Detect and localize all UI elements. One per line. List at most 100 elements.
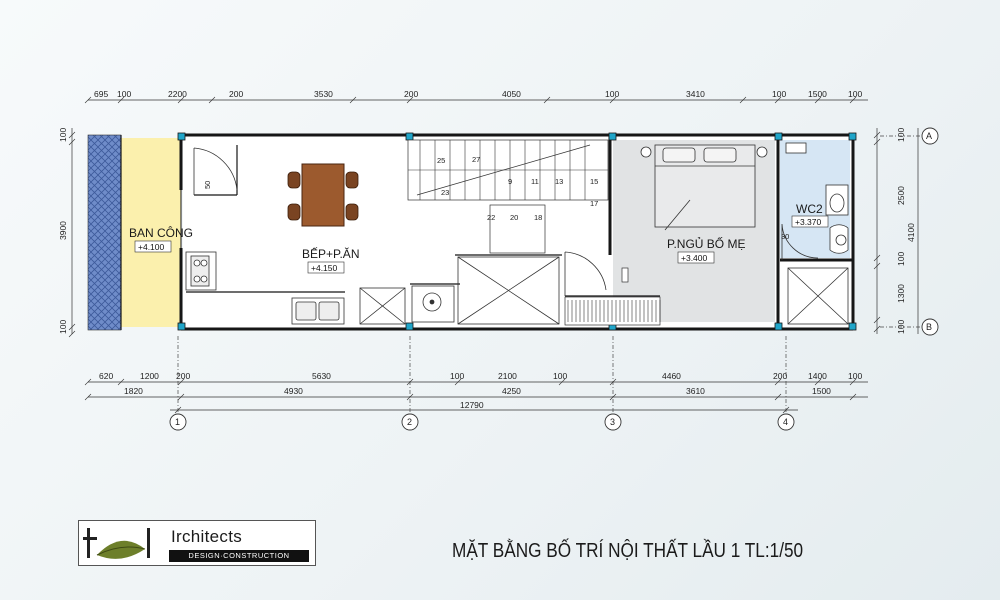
dim-b1-10: 100 — [848, 371, 862, 381]
dimension-tick — [849, 96, 857, 104]
grid-axes — [177, 135, 922, 414]
grid-bubble-4 — [777, 413, 795, 431]
level-box-kitchen — [307, 261, 345, 274]
dim-right-2: 100 — [896, 252, 906, 266]
dim-top-7: 100 — [605, 89, 619, 99]
dim-b2-4: 1500 — [812, 386, 831, 396]
dimension-tick — [117, 96, 125, 104]
dimension-tick — [873, 262, 881, 270]
dim-b1-5: 2100 — [498, 371, 517, 381]
grid-bubbles: 1 2 3 4 A B — [169, 127, 939, 431]
room-name-wc: WC2 — [796, 202, 823, 216]
door-swing-bedroom — [564, 251, 607, 296]
dim-top-8: 3410 — [686, 89, 705, 99]
dim-left-2: 100 — [58, 320, 68, 334]
dimension-tick — [406, 96, 414, 104]
grid-bubble-1 — [169, 413, 187, 431]
dim-top-4: 3530 — [314, 89, 333, 99]
dim-top-9: 100 — [772, 89, 786, 99]
right-dimensions: 100 2500 100 1300 100 4100 — [896, 128, 916, 334]
dim-b1-0: 620 — [99, 371, 113, 381]
dim-right-3: 1300 — [896, 284, 906, 303]
dimension-tick — [873, 131, 881, 139]
dimension-tick — [873, 316, 881, 324]
step-20: 20 — [510, 213, 518, 222]
grid-label-1: 1 — [175, 417, 180, 427]
logo-brand: Irchitects — [171, 527, 243, 546]
balcony-floor — [121, 138, 181, 327]
room-level-wc: +3.370 — [795, 217, 822, 227]
dim-left-1: 3900 — [58, 221, 68, 240]
dim-b1-4: 100 — [450, 371, 464, 381]
room-level-bedroom: +3.400 — [681, 253, 708, 263]
grid-bubble-3 — [604, 413, 622, 431]
dim-b2-1: 4930 — [284, 386, 303, 396]
kitchen-counter — [185, 251, 345, 325]
grid-bubble-b — [921, 318, 939, 336]
left-dimensions: 100 3900 100 — [58, 128, 68, 334]
dim-b2-0: 1820 — [124, 386, 143, 396]
dimension-tick — [454, 378, 462, 386]
drawing-title: MẶT BẰNG BỐ TRÍ NỘI THẤT LẦU 1 TL:1/50 — [452, 540, 804, 562]
dimension-tick — [84, 378, 92, 386]
dimension-tick — [177, 378, 185, 386]
room-name-kitchen: BẾP+P.ĂN — [302, 246, 359, 261]
room-level-kitchen: +4.150 — [311, 263, 338, 273]
dim-top-0: 695 — [94, 89, 108, 99]
grid-bubble-a — [921, 127, 939, 145]
dimension-tick — [208, 96, 216, 104]
dim-b2-3: 3610 — [686, 386, 705, 396]
wardrobe — [564, 296, 661, 326]
dimension-tick — [814, 378, 822, 386]
logo-mark — [83, 528, 150, 559]
dim-right-total: 4100 — [906, 223, 916, 242]
step-27: 27 — [472, 155, 480, 164]
dim-b1-3: 5630 — [312, 371, 331, 381]
thin-walls — [120, 135, 660, 330]
room-name-balcony: BAN CÔNG — [129, 225, 193, 240]
room-labels: BAN CÔNG +4.100 BẾP+P.ĂN +4.150 P.NGỦ BỐ… — [129, 202, 829, 274]
dim-top-1: 100 — [117, 89, 131, 99]
dimension-tick — [558, 378, 566, 386]
facade-tiles — [87, 134, 122, 331]
dim-b1-1: 1200 — [140, 371, 159, 381]
step-17: 17 — [590, 199, 598, 208]
grid-bubble-2 — [401, 413, 419, 431]
step-18: 18 — [534, 213, 542, 222]
dimension-tick — [774, 393, 782, 401]
room-level-balcony: +4.100 — [138, 242, 165, 252]
dimension-tick — [68, 330, 76, 338]
dim-right-1: 2500 — [896, 186, 906, 205]
dim-right-0: 100 — [896, 128, 906, 142]
bed — [640, 144, 768, 231]
door-swing-wc — [781, 223, 819, 260]
dim-b1-2: 200 — [176, 371, 190, 381]
dim-top-10: 1500 — [808, 89, 827, 99]
step-11: 11 — [531, 177, 539, 186]
level-box-balcony — [134, 240, 172, 253]
basin — [411, 285, 455, 323]
grid-label-b: B — [926, 322, 932, 332]
step-9: 9 — [508, 177, 512, 186]
step-13: 13 — [555, 177, 563, 186]
dimension-tick — [68, 131, 76, 139]
dimension-tick — [609, 96, 617, 104]
step-22: 22 — [487, 213, 495, 222]
bottom-dimensions-row1: 620 1200 200 5630 100 2100 100 4460 200 … — [99, 371, 862, 381]
void-boxes — [359, 256, 849, 325]
dimension-tick — [84, 393, 92, 401]
door-label-50: 50 — [203, 181, 212, 189]
dimension-tick — [849, 378, 857, 386]
company-logo: Irchitects DESIGN·CONSTRUCTION — [78, 520, 316, 566]
stairs — [407, 139, 609, 254]
dim-top-3: 200 — [229, 89, 243, 99]
dim-b1-6: 100 — [553, 371, 567, 381]
walls — [179, 133, 855, 331]
dim-b1-9: 1400 — [808, 371, 827, 381]
dim-overall: 12790 — [460, 400, 484, 410]
dim-left-0: 100 — [58, 128, 68, 142]
grid-label-a: A — [926, 131, 932, 141]
top-dimensions: 695 100 2200 200 3530 200 4050 100 3410 … — [94, 89, 862, 99]
dim-top-6: 4050 — [502, 89, 521, 99]
